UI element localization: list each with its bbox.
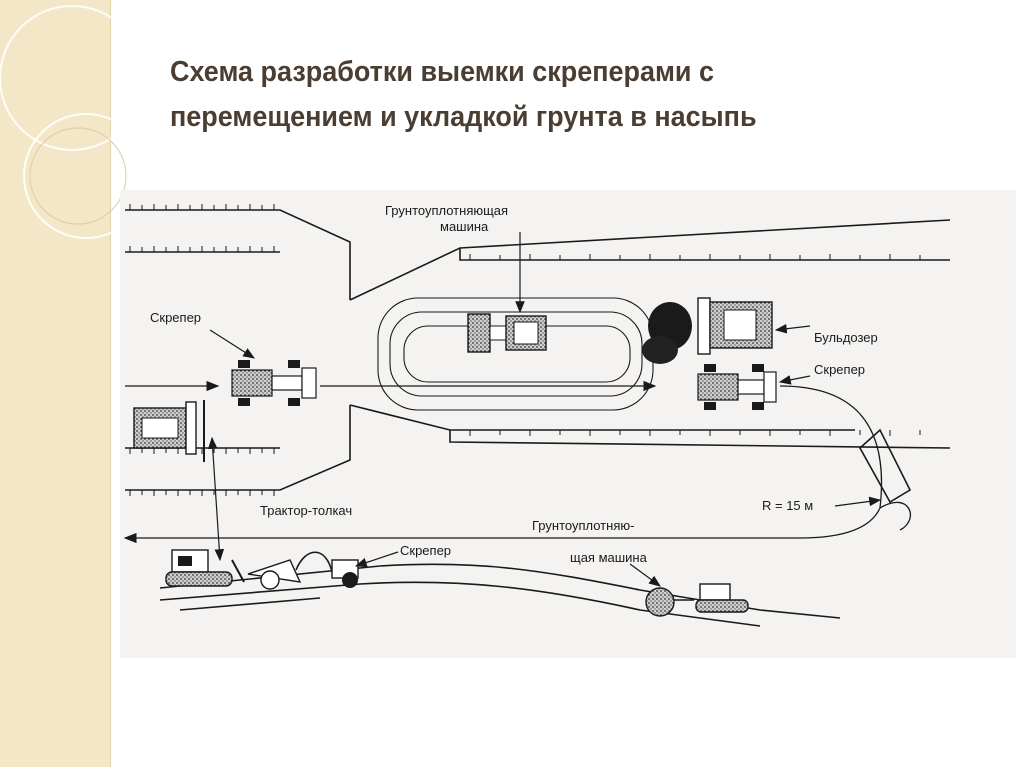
- slide-title: Схема разработки выемки скреперами с пер…: [170, 50, 914, 140]
- label-scraper-left: Скрепер: [150, 310, 201, 325]
- scraper-side: [247, 551, 359, 590]
- radius-arrow: [834, 496, 882, 507]
- pusher-tractor-plan: [133, 400, 205, 462]
- scraper-right-pointer: [778, 375, 811, 385]
- bulldozer-pointer: [774, 323, 811, 334]
- pusher-link-arrow: [207, 436, 225, 562]
- label-compactor-top-2: машина: [440, 219, 489, 234]
- scraper-left-top: [231, 360, 317, 406]
- pusher-tractor-side: [165, 549, 245, 587]
- label-compactor-bottom-1: Грунтоуплотняю-: [532, 518, 634, 533]
- label-bulldozer: Бульдозер: [814, 330, 878, 345]
- slope-hatching-embankment: [469, 254, 921, 436]
- decorative-side-band: [0, 0, 111, 767]
- compactor-plan: [467, 313, 547, 353]
- compaction-track: [377, 297, 654, 411]
- title-line-1: Схема разработки выемки скреперами с: [170, 56, 715, 88]
- scraper-bottom-pointer: [354, 551, 399, 568]
- compactor-bottom-pointer: [629, 563, 661, 587]
- decorative-circles: [0, 5, 130, 239]
- slope-hatching-cut: [129, 204, 275, 496]
- scheme-drawing: Грунтоуплотняющая машина Скрепер Бульдоз…: [123, 203, 951, 627]
- scraper-route: [123, 380, 911, 544]
- bulldozer-plan: [642, 297, 773, 364]
- title-line-2: перемещением и укладкой грунта в насыпь: [170, 101, 757, 133]
- scraper-right-top: [697, 364, 777, 410]
- compactor-side: [645, 583, 749, 617]
- scraper-left-pointer: [209, 329, 256, 359]
- label-radius: R = 15 м: [762, 498, 813, 513]
- scraper-scheme-diagram: Грунтоуплотняющая машина Скрепер Бульдоз…: [120, 190, 1016, 658]
- label-scraper-right: Скрепер: [814, 362, 865, 377]
- label-scraper-bottom: Скрепер: [400, 543, 451, 558]
- embankment-ramp: [858, 428, 912, 504]
- ground-profile: [159, 563, 841, 627]
- embankment-outline: [349, 219, 951, 449]
- label-compactor-top-1: Грунтоуплотняющая: [385, 203, 508, 218]
- label-compactor-bottom-2: щая машина: [570, 550, 648, 565]
- label-pusher-tractor: Трактор-толкач: [260, 503, 352, 518]
